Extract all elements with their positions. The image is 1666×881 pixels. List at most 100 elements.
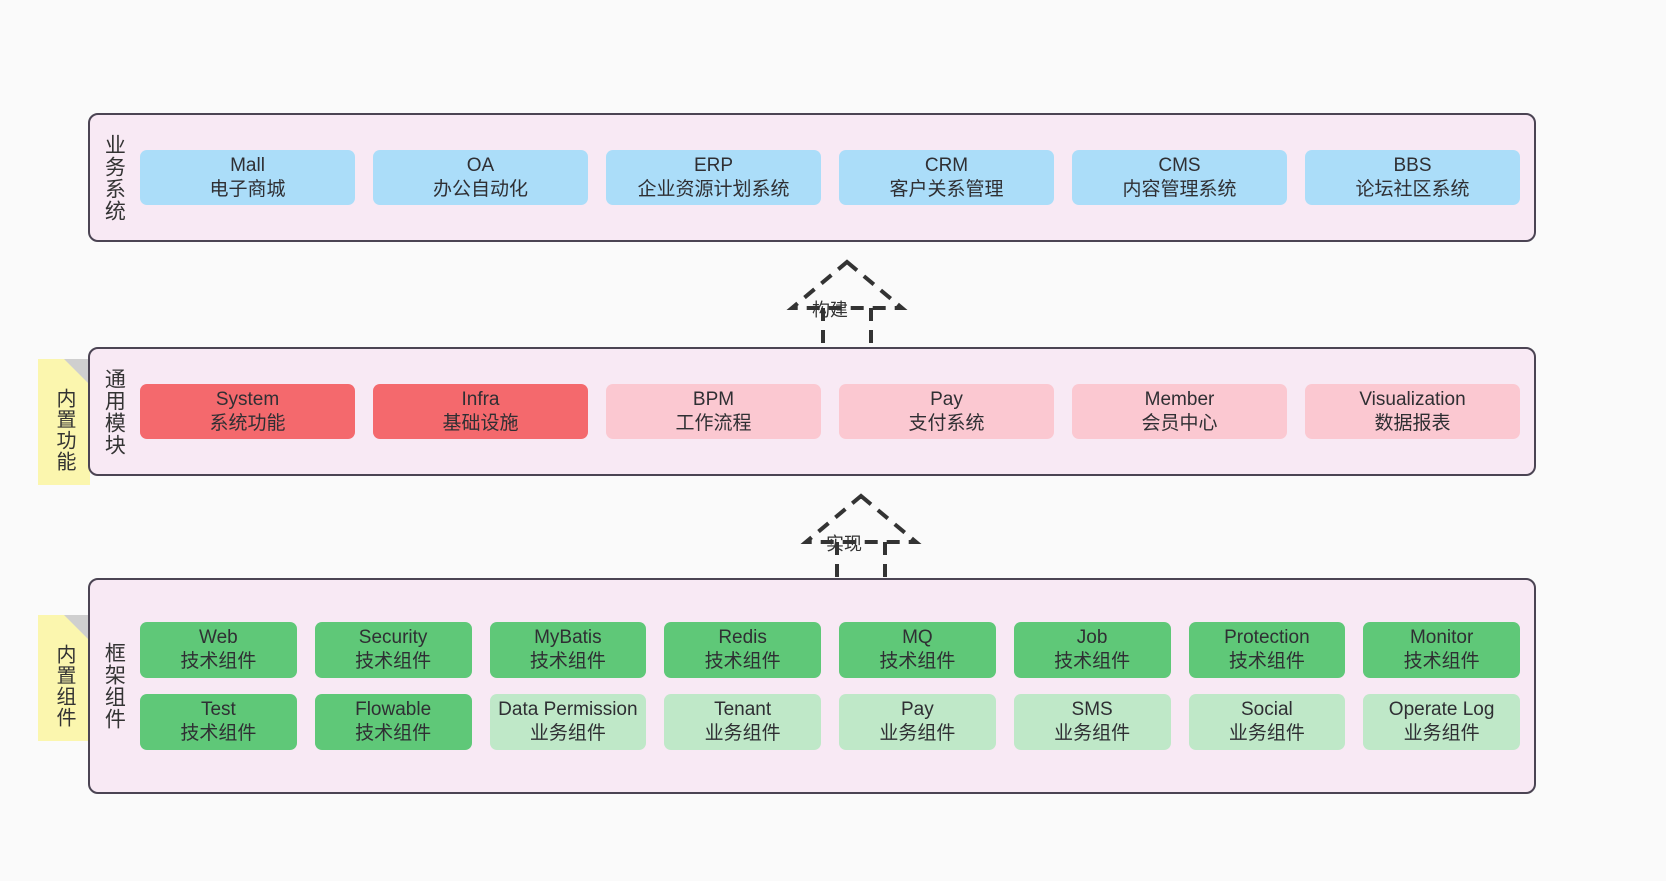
module-card-flowable[interactable]: Flowable 技术组件 <box>314 694 472 750</box>
module-card-pay-business[interactable]: Pay 业务组件 <box>839 694 996 750</box>
module-desc: 会员中心 <box>1141 412 1218 434</box>
module-desc: 技术组件 <box>180 722 257 744</box>
module-card-operate-log[interactable]: Operate Log 业务组件 <box>1363 694 1520 750</box>
module-card-redis[interactable]: Redis 技术组件 <box>664 622 821 678</box>
module-name: Member <box>1144 388 1215 410</box>
module-name: SMS <box>1071 699 1113 720</box>
module-name: MyBatis <box>534 627 602 649</box>
module-desc: 技术组件 <box>355 651 432 673</box>
module-name: Pay <box>901 699 934 720</box>
sticky-note-builtin-component: 内置组件 <box>38 615 90 741</box>
module-name: Flowable <box>355 699 432 720</box>
layer-row: Web 技术组件 Security 技术组件 MyBatis 技术组件 Redi… <box>140 622 1520 678</box>
module-desc: 基础设施 <box>442 412 519 434</box>
layer-title-business-system: 业务系统 <box>102 133 126 222</box>
module-name: Redis <box>718 627 767 649</box>
module-card-job[interactable]: Job 技术组件 <box>1013 622 1171 678</box>
module-name: Infra <box>461 388 500 410</box>
module-desc: 支付系统 <box>908 412 985 434</box>
module-desc: 技术组件 <box>529 651 606 673</box>
module-card-test[interactable]: Test 技术组件 <box>140 694 297 750</box>
module-name: Web <box>199 627 238 649</box>
module-card-member[interactable]: Member 会员中心 <box>1072 383 1287 440</box>
module-name: Job <box>1076 627 1108 649</box>
layer-framework-component: 框架组件 Web 技术组件 Security 技术组件 MyBatis 技术组件… <box>88 578 1536 794</box>
module-card-sms[interactable]: SMS 业务组件 <box>1013 694 1171 750</box>
sticky-note-label: 内置功能 <box>53 388 75 472</box>
module-name: BBS <box>1393 154 1432 176</box>
module-name: Security <box>358 627 428 649</box>
module-name: Protection <box>1224 627 1310 649</box>
module-desc: 技术组件 <box>1403 651 1480 673</box>
module-name: Test <box>200 699 236 720</box>
module-card-mq[interactable]: MQ 技术组件 <box>839 622 996 678</box>
module-desc: 企业资源计划系统 <box>637 178 790 200</box>
module-desc: 技术组件 <box>1054 651 1131 673</box>
module-card-bpm[interactable]: BPM 工作流程 <box>606 383 821 440</box>
module-card-data-permission[interactable]: Data Permission 业务组件 <box>489 694 647 750</box>
module-name: Mall <box>230 154 265 176</box>
module-card-visualization[interactable]: Visualization 数据报表 <box>1305 383 1520 440</box>
module-name: MQ <box>902 627 933 649</box>
layer-row: System 系统功能 Infra 基础设施 BPM 工作流程 Pay 支付系统… <box>140 383 1520 440</box>
module-card-bbs[interactable]: BBS 论坛社区系统 <box>1305 149 1520 206</box>
layer-business-system: 业务系统 Mall 电子商城 OA 办公自动化 ERP 企业资源计划系统 CRM… <box>88 113 1536 242</box>
module-card-web[interactable]: Web 技术组件 <box>140 622 297 678</box>
module-card-mall[interactable]: Mall 电子商城 <box>140 149 355 206</box>
layer-title-framework-component: 框架组件 <box>102 642 126 730</box>
module-name: ERP <box>693 154 734 176</box>
module-desc: 内容管理系统 <box>1122 178 1237 200</box>
module-name: Pay <box>930 388 963 410</box>
sticky-note-label: 内置组件 <box>53 644 75 728</box>
module-desc: 论坛社区系统 <box>1355 178 1470 200</box>
module-desc: 技术组件 <box>180 651 257 673</box>
module-card-oa[interactable]: OA 办公自动化 <box>373 149 588 206</box>
module-name: BPM <box>692 388 735 410</box>
module-name: OA <box>466 154 495 176</box>
module-desc: 技术组件 <box>1228 651 1305 673</box>
module-desc: 技术组件 <box>355 722 432 744</box>
module-card-cms[interactable]: CMS 内容管理系统 <box>1072 149 1287 206</box>
module-card-social[interactable]: Social 业务组件 <box>1188 694 1346 750</box>
module-card-pay[interactable]: Pay 支付系统 <box>839 383 1054 440</box>
connector-implement-label: 实现 <box>826 534 862 554</box>
layer-body-framework-component: Web 技术组件 Security 技术组件 MyBatis 技术组件 Redi… <box>136 580 1534 792</box>
layer-body-business-system: Mall 电子商城 OA 办公自动化 ERP 企业资源计划系统 CRM 客户关系… <box>136 115 1534 240</box>
module-desc: 工作流程 <box>675 412 752 434</box>
module-card-security[interactable]: Security 技术组件 <box>314 622 472 678</box>
connector-build-label: 构建 <box>812 300 848 320</box>
module-name: Monitor <box>1409 627 1474 649</box>
module-desc: 系统功能 <box>209 412 286 434</box>
module-card-infra[interactable]: Infra 基础设施 <box>373 383 588 440</box>
module-card-monitor[interactable]: Monitor 技术组件 <box>1363 622 1520 678</box>
module-name: System <box>215 388 280 410</box>
module-desc: 电子商城 <box>209 178 286 200</box>
module-name: Social <box>1241 699 1293 720</box>
module-desc: 业务组件 <box>1403 722 1480 744</box>
module-desc: 技术组件 <box>879 651 956 673</box>
module-desc: 数据报表 <box>1374 412 1451 434</box>
module-name: Visualization <box>1359 388 1466 410</box>
module-card-tenant[interactable]: Tenant 业务组件 <box>664 694 821 750</box>
layer-body-common-module: System 系统功能 Infra 基础设施 BPM 工作流程 Pay 支付系统… <box>136 349 1534 474</box>
module-desc: 技术组件 <box>704 651 781 673</box>
note-fold-corner-icon <box>64 615 90 641</box>
module-card-erp[interactable]: ERP 企业资源计划系统 <box>606 149 821 206</box>
module-card-mybatis[interactable]: MyBatis 技术组件 <box>489 622 647 678</box>
module-desc: 办公自动化 <box>432 178 528 200</box>
module-desc: 业务组件 <box>1054 722 1131 744</box>
module-card-crm[interactable]: CRM 客户关系管理 <box>839 149 1054 206</box>
sticky-note-builtin-feature: 内置功能 <box>38 359 90 485</box>
module-card-system[interactable]: System 系统功能 <box>140 383 355 440</box>
module-card-protection[interactable]: Protection 技术组件 <box>1188 622 1346 678</box>
connector-implement: 实现 <box>766 490 956 590</box>
module-name: Operate Log <box>1388 699 1495 720</box>
module-name: CMS <box>1158 154 1201 176</box>
module-desc: 客户关系管理 <box>889 178 1004 200</box>
layer-row: Mall 电子商城 OA 办公自动化 ERP 企业资源计划系统 CRM 客户关系… <box>140 149 1520 206</box>
module-name: Data Permission <box>498 699 638 720</box>
module-name: Tenant <box>714 699 772 720</box>
layer-common-module: 通用模块 System 系统功能 Infra 基础设施 BPM 工作流程 Pay… <box>88 347 1536 476</box>
module-desc: 业务组件 <box>529 722 606 744</box>
